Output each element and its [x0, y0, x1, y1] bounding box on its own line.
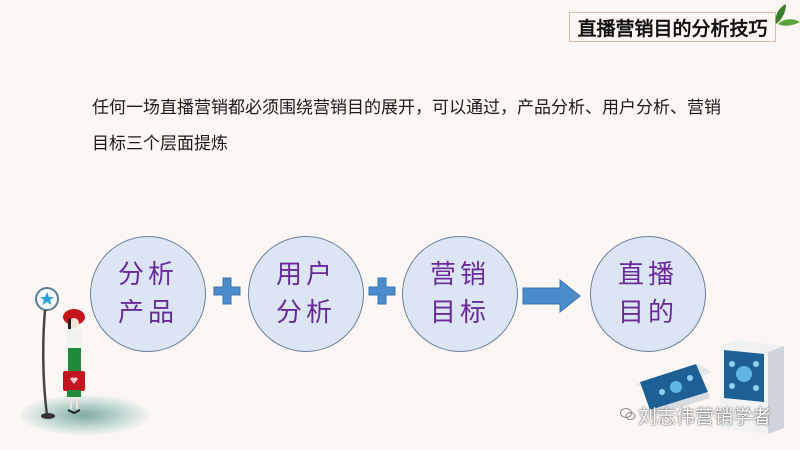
step-line: 分析 [275, 298, 336, 328]
leaf-icon [775, 4, 800, 26]
plus-icon [213, 277, 241, 305]
step-analyze-user: 用户 分析 [248, 236, 364, 352]
step-line: 营销 [429, 260, 490, 290]
watermark-text: 刘志伟营销学者 [638, 406, 772, 428]
girl-bus-stop-illustration [35, 287, 85, 419]
step-line: 分析 [117, 260, 178, 290]
plus-icon [368, 277, 396, 305]
step-line: 目的 [617, 298, 678, 328]
wechat-icon [620, 408, 636, 420]
intro-paragraph: 任何一场直播营销都必须围绕营销目的展开，可以通过，产品分析、用户分析、营销目标三… [92, 98, 721, 154]
step-marketing-goal: 营销 目标 [402, 236, 518, 352]
step-analyze-product: 分析 产品 [90, 236, 206, 352]
step-line: 直播 [617, 260, 678, 290]
slide-title-box: 直播营销目的分析技巧 [569, 12, 776, 42]
step-line: 目标 [429, 298, 490, 328]
step-line: 用户 [275, 260, 336, 290]
step-live-purpose: 直播 目的 [590, 236, 706, 352]
book-covers-illustration [636, 340, 784, 434]
step-line: 产品 [117, 298, 178, 328]
right-arrow-icon [522, 279, 581, 313]
slide-title: 直播营销目的分析技巧 [577, 17, 768, 40]
